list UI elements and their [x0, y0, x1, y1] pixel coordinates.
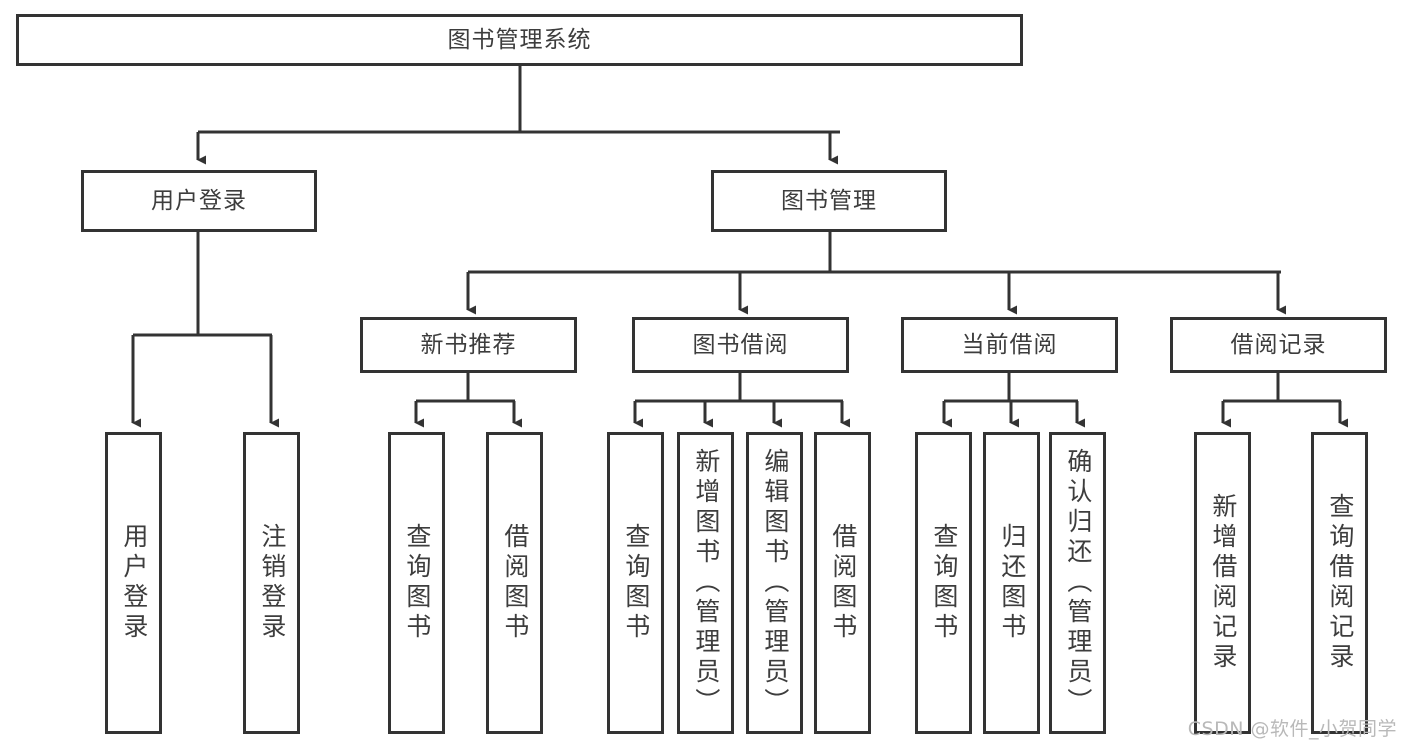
node-current-borrow-label: 当前借阅 — [961, 331, 1058, 358]
node-leaf-2[interactable]: 注销登录 — [243, 432, 300, 734]
node-leaf-8[interactable]: 借阅图书 — [814, 432, 871, 734]
node-leaf-12[interactable]: 新增借阅记录 — [1194, 432, 1251, 734]
node-leaf-8-label: 借阅图书 — [828, 523, 858, 643]
node-root[interactable]: 图书管理系统 — [16, 14, 1023, 66]
node-leaf-3-label: 查询图书 — [402, 523, 432, 643]
node-leaf-2-label: 注销登录 — [257, 523, 287, 643]
node-borrow-record[interactable]: 借阅记录 — [1170, 317, 1387, 373]
node-leaf-7-label: 编辑图书（管理员） — [760, 448, 790, 718]
node-new-book-rec-label: 新书推荐 — [420, 331, 517, 358]
node-leaf-10-label: 归还图书 — [997, 523, 1027, 643]
node-new-book-rec[interactable]: 新书推荐 — [360, 317, 577, 373]
node-leaf-13-label: 查询借阅记录 — [1325, 493, 1355, 673]
node-leaf-3[interactable]: 查询图书 — [388, 432, 445, 734]
node-leaf-1-label: 用户登录 — [119, 523, 149, 643]
node-book-borrow[interactable]: 图书借阅 — [632, 317, 849, 373]
node-leaf-4-label: 借阅图书 — [500, 523, 530, 643]
node-root-label: 图书管理系统 — [447, 26, 592, 53]
node-user-login[interactable]: 用户登录 — [81, 170, 317, 232]
node-leaf-9[interactable]: 查询图书 — [915, 432, 972, 734]
node-borrow-record-label: 借阅记录 — [1230, 331, 1327, 358]
node-leaf-10[interactable]: 归还图书 — [983, 432, 1040, 734]
node-leaf-11-label: 确认归还（管理员） — [1063, 448, 1093, 718]
node-leaf-5-label: 查询图书 — [621, 523, 651, 643]
node-current-borrow[interactable]: 当前借阅 — [901, 317, 1118, 373]
node-book-mgmt-label: 图书管理 — [781, 187, 877, 214]
node-book-mgmt[interactable]: 图书管理 — [711, 170, 947, 232]
node-leaf-11[interactable]: 确认归还（管理员） — [1049, 432, 1106, 734]
node-leaf-6[interactable]: 新增图书（管理员） — [677, 432, 734, 734]
node-book-borrow-label: 图书借阅 — [692, 331, 789, 358]
node-leaf-1[interactable]: 用户登录 — [105, 432, 162, 734]
node-leaf-12-label: 新增借阅记录 — [1208, 493, 1238, 673]
watermark-text: CSDN @软件_小贺同学 — [1187, 718, 1397, 740]
node-leaf-5[interactable]: 查询图书 — [607, 432, 664, 734]
node-leaf-6-label: 新增图书（管理员） — [691, 448, 721, 718]
node-user-login-label: 用户登录 — [151, 187, 247, 214]
node-leaf-9-label: 查询图书 — [929, 523, 959, 643]
node-leaf-13[interactable]: 查询借阅记录 — [1311, 432, 1368, 734]
node-leaf-7[interactable]: 编辑图书（管理员） — [746, 432, 803, 734]
node-leaf-4[interactable]: 借阅图书 — [486, 432, 543, 734]
